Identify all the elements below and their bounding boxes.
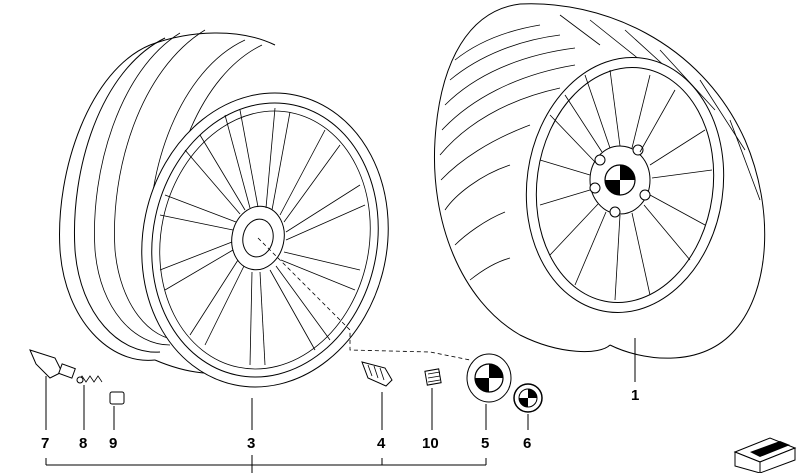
valve-core xyxy=(76,375,103,384)
callout-8: 8 xyxy=(79,435,87,452)
callout-4: 4 xyxy=(377,435,386,452)
callout-10: 10 xyxy=(422,435,439,452)
leader-lines xyxy=(45,338,636,473)
wheel-bolt xyxy=(361,361,393,387)
valve-cap xyxy=(109,391,125,405)
callout-9: 9 xyxy=(109,435,117,452)
callout-7: 7 xyxy=(41,435,49,452)
callout-6: 6 xyxy=(523,435,531,452)
callout-3: 3 xyxy=(247,435,255,452)
wheel-spokes xyxy=(539,69,713,301)
hub-cap xyxy=(466,353,512,403)
callout-5: 5 xyxy=(481,435,489,452)
callout-1: 1 xyxy=(631,387,639,404)
parts-box-icon xyxy=(733,437,797,473)
balance-weight xyxy=(424,368,442,386)
tire-tread xyxy=(439,14,761,281)
emblem xyxy=(513,383,543,413)
rim-spokes xyxy=(159,107,366,366)
complete-wheel xyxy=(433,3,766,359)
valve-stem xyxy=(29,349,76,379)
alloy-rim xyxy=(59,29,389,388)
